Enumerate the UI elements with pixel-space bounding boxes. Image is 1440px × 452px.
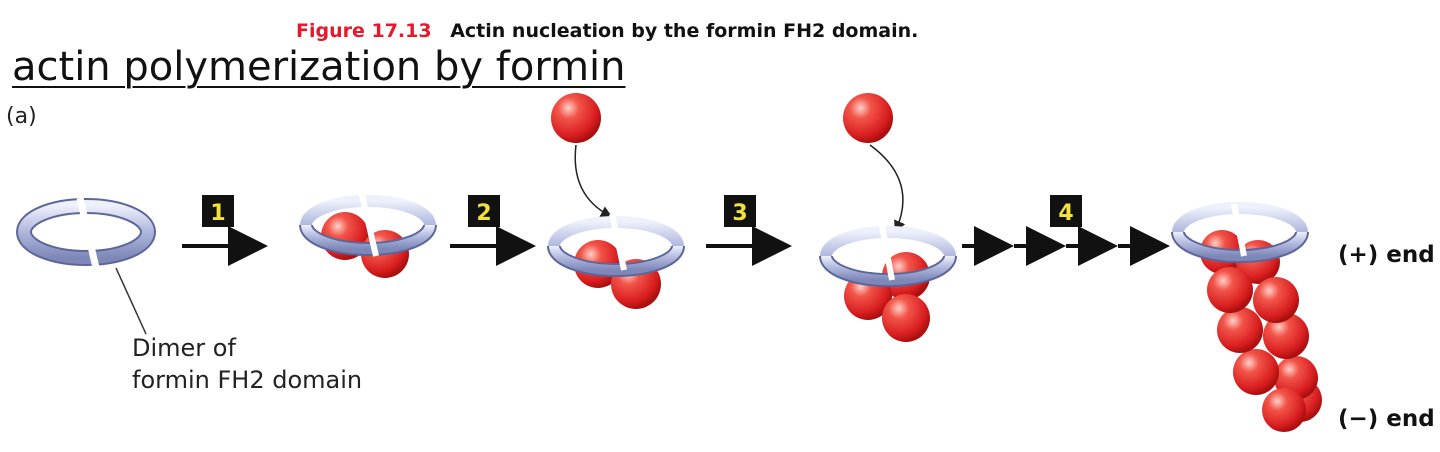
incoming-actin-monomer bbox=[843, 93, 893, 143]
actin-monomer bbox=[1253, 277, 1299, 323]
step-2-badge: 2 bbox=[468, 195, 500, 227]
minus-end-label: (−) end bbox=[1338, 406, 1435, 432]
panel-label: (a) bbox=[6, 104, 37, 129]
actin-monomer bbox=[1207, 267, 1253, 313]
step-4-badge: 4 bbox=[1050, 195, 1082, 227]
actin-monomer bbox=[1233, 349, 1279, 395]
figure-number: Figure 17.13 bbox=[296, 20, 432, 42]
dimer-label-line1: Dimer of bbox=[132, 334, 236, 362]
dimer-leader-line bbox=[115, 267, 147, 335]
formin-dimer-icon bbox=[16, 197, 156, 269]
actin-monomer bbox=[1262, 388, 1306, 432]
step-2-number: 2 bbox=[476, 201, 491, 226]
figure-caption: Figure 17.13 Actin nucleation by the for… bbox=[296, 20, 918, 42]
incoming-actin-monomer bbox=[551, 93, 601, 143]
actin-monomer bbox=[882, 294, 930, 342]
slide-title: actin polymerization by formin bbox=[12, 44, 626, 90]
dimer-label: Dimer of formin FH2 domain bbox=[132, 332, 362, 396]
step-1-number: 1 bbox=[210, 201, 225, 226]
formin-with-two-actins bbox=[299, 194, 437, 278]
incoming-arrow bbox=[574, 144, 613, 218]
actin-monomer bbox=[1217, 307, 1263, 353]
figure-caption-text: Actin nucleation by the formin FH2 domai… bbox=[450, 20, 919, 42]
step-4-number: 4 bbox=[1058, 201, 1073, 226]
formin-with-growing-filament bbox=[819, 225, 957, 342]
dimer-label-line2: formin FH2 domain bbox=[132, 366, 363, 394]
plus-end-label: (+) end bbox=[1338, 242, 1435, 268]
actin-monomer bbox=[1263, 313, 1309, 359]
step-3-number: 3 bbox=[732, 201, 747, 226]
formin-with-three-actins bbox=[547, 213, 685, 309]
actin-filament bbox=[1171, 202, 1322, 432]
step-3-badge: 3 bbox=[724, 195, 756, 227]
incoming-arrow bbox=[869, 144, 906, 233]
step-1-badge: 1 bbox=[202, 195, 234, 227]
